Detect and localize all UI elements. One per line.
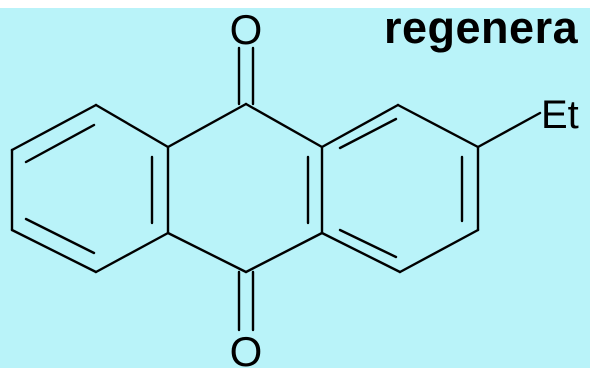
bond <box>320 103 400 149</box>
double-bond-inner <box>24 217 96 255</box>
top-strip <box>0 0 590 8</box>
central-ring <box>166 102 324 274</box>
bond <box>94 103 170 149</box>
bond <box>94 231 170 274</box>
double-bond-inner <box>338 117 398 150</box>
bond <box>396 103 480 149</box>
bond <box>166 102 248 149</box>
double-bond-inner <box>24 123 96 164</box>
slide-heading: regenera <box>384 2 579 53</box>
left-ring <box>10 103 170 274</box>
carbonyl-bottom <box>237 270 255 332</box>
bond <box>320 231 402 274</box>
ethyl-bond <box>476 111 542 149</box>
oxygen-top-label: O <box>230 6 263 53</box>
bond <box>10 228 98 274</box>
right-ring <box>320 103 480 274</box>
ethyl-label: Et <box>541 93 579 137</box>
bond <box>398 228 480 274</box>
bond <box>166 231 248 274</box>
bond <box>244 231 324 274</box>
bond <box>10 103 98 152</box>
bond <box>244 102 324 149</box>
carbonyl-top <box>237 46 255 106</box>
double-bond-inner <box>338 228 398 259</box>
oxygen-bottom-label: O <box>230 328 263 368</box>
